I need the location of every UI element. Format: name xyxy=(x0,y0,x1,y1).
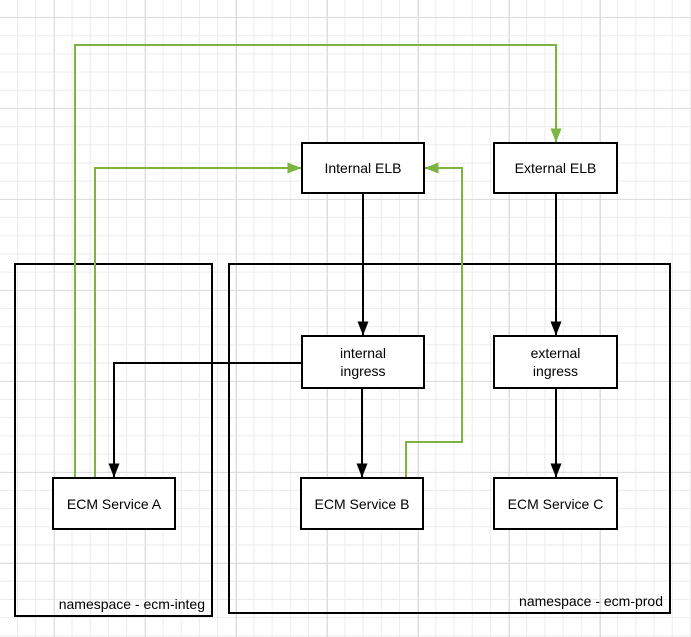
node-internal-ingress: internal ingress xyxy=(301,335,425,389)
connector-ecm-service-a-to-external-elb xyxy=(74,44,562,477)
node-ecm-service-c: ECM Service C xyxy=(493,477,618,530)
node-ecm-service-b-label: ECM Service B xyxy=(314,495,410,512)
node-internal-elb-label: Internal ELB xyxy=(324,160,402,176)
container-namespace-ecm-integ: namespace - ecm-integ xyxy=(14,263,213,617)
node-external-ingress-label: external ingress xyxy=(530,345,581,379)
node-external-elb-label: External ELB xyxy=(514,160,597,176)
connector-ecm-service-a-to-internal-elb xyxy=(94,162,302,477)
node-ecm-service-a: ECM Service A xyxy=(52,477,176,530)
node-ecm-service-b: ECM Service B xyxy=(300,477,424,530)
node-internal-ingress-label: internal ingress xyxy=(340,345,386,379)
container-label-ecm-prod: namespace - ecm-prod xyxy=(519,593,663,609)
node-internal-elb: Internal ELB xyxy=(301,142,425,194)
connector-internal-ingress-to-ecm-service-a xyxy=(108,362,301,478)
node-external-ingress: external ingress xyxy=(493,335,618,389)
node-ecm-service-c-label: ECM Service C xyxy=(507,495,604,512)
connector-ecm-service-b-to-internal-elb xyxy=(405,162,463,477)
container-namespace-ecm-prod: namespace - ecm-prod xyxy=(228,263,671,614)
node-ecm-service-a-label: ECM Service A xyxy=(66,495,162,512)
container-label-ecm-integ: namespace - ecm-integ xyxy=(58,596,205,612)
node-external-elb: External ELB xyxy=(493,142,618,194)
